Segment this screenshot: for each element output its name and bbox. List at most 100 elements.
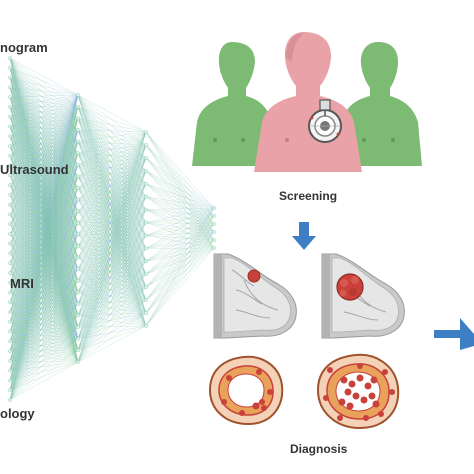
network-node <box>76 267 80 271</box>
network-edge <box>77 287 147 351</box>
network-edge <box>9 234 79 401</box>
network-edge <box>77 183 147 247</box>
network-edge <box>145 231 215 301</box>
network-edge <box>145 209 215 225</box>
network-edge <box>77 222 147 247</box>
network-edge <box>77 209 147 281</box>
network-edge <box>145 183 215 209</box>
network-node <box>144 156 148 160</box>
network-edge <box>9 87 79 96</box>
network-edge <box>77 106 147 236</box>
network-edge <box>77 235 147 339</box>
network-edge <box>145 207 215 210</box>
network-edge <box>77 157 147 281</box>
network-node <box>76 174 80 179</box>
network-edge <box>9 118 79 381</box>
network-edge <box>9 94 79 274</box>
network-edge <box>9 187 79 401</box>
network-edge <box>145 207 215 327</box>
network-node <box>76 197 80 202</box>
network-edge <box>77 209 147 258</box>
network-edge <box>77 157 147 363</box>
network-node <box>8 65 12 70</box>
network-edge <box>77 170 147 305</box>
network-edge <box>77 131 147 363</box>
network-edge <box>77 222 147 281</box>
network-edge <box>9 94 79 361</box>
network-node <box>8 202 12 207</box>
network-node <box>144 285 148 290</box>
network-edge <box>77 131 147 177</box>
network-node <box>76 162 80 167</box>
network-edge <box>9 269 79 401</box>
network-edge <box>9 94 79 264</box>
network-edge <box>77 157 147 305</box>
network-edge <box>9 199 79 401</box>
network-edge <box>145 183 215 225</box>
network-edge <box>145 222 215 233</box>
network-edge <box>145 207 215 288</box>
network-edge <box>145 144 215 209</box>
network-edge <box>145 170 215 241</box>
network-edge <box>77 261 147 351</box>
network-edge <box>77 144 147 189</box>
network-node <box>144 143 148 147</box>
arrow-icon <box>292 222 316 250</box>
network-edge <box>77 196 147 281</box>
network-edge <box>77 183 147 258</box>
network-edge <box>145 183 215 249</box>
network-edge <box>9 94 79 313</box>
network-node <box>76 313 80 318</box>
network-edge <box>9 327 79 401</box>
network-edge <box>9 280 79 401</box>
network-edge <box>77 235 147 281</box>
breast-cross-section-icon <box>321 253 405 339</box>
network-edge <box>145 144 215 225</box>
network-edge <box>77 170 147 363</box>
network-edge <box>145 196 215 233</box>
network-node <box>8 163 12 168</box>
network-edge <box>145 239 215 301</box>
network-edge <box>9 292 79 401</box>
network-node <box>76 232 80 237</box>
network-edge <box>145 170 215 233</box>
network-edge <box>77 170 147 328</box>
network-edge <box>9 118 79 401</box>
network-edge <box>77 94 147 171</box>
network-node <box>144 324 148 328</box>
duct-cross-section-icon <box>208 355 284 426</box>
network-edge <box>9 338 79 401</box>
network-edge <box>77 129 147 210</box>
network-edge <box>9 118 79 391</box>
network-edge <box>77 235 147 363</box>
network-edge <box>145 157 215 209</box>
network-edge <box>77 129 147 133</box>
network-edge <box>77 131 147 154</box>
network-edge <box>9 245 79 401</box>
network-node <box>212 230 216 234</box>
network-edge <box>77 183 147 293</box>
network-edge <box>9 327 79 391</box>
network-edge <box>9 118 79 352</box>
network-edge <box>77 222 147 293</box>
network-edge <box>77 144 147 235</box>
network-node <box>8 153 12 158</box>
network-node <box>76 302 80 306</box>
tumor-icon <box>336 273 364 301</box>
network-node <box>8 359 12 363</box>
network-edge <box>9 94 79 342</box>
network-node <box>8 280 12 285</box>
network-edge <box>145 196 215 249</box>
network-edge <box>9 94 79 127</box>
network-edge <box>77 196 147 258</box>
network-edge <box>77 106 147 223</box>
input-label-pathology: ology <box>0 406 35 421</box>
network-edge <box>77 144 147 177</box>
network-edge <box>145 170 215 217</box>
network-node <box>76 255 80 260</box>
stage-label-screening: Screening <box>279 189 338 203</box>
network-node <box>76 336 80 341</box>
network-edge <box>145 170 215 209</box>
network-edge <box>145 215 215 327</box>
